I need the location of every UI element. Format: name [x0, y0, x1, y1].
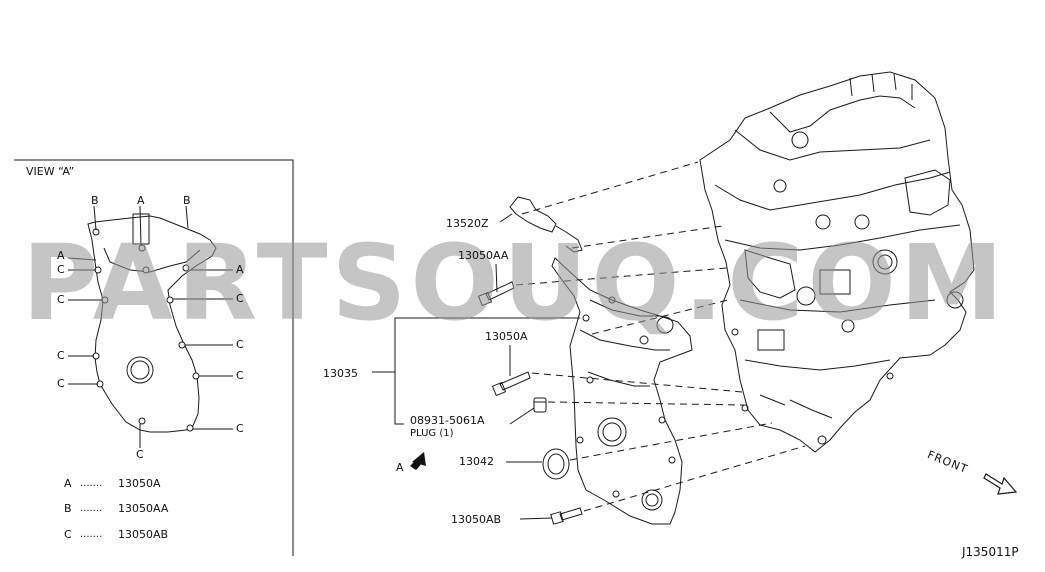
main-leaders — [372, 213, 580, 520]
seal-13520z — [509, 196, 583, 253]
bolt-13050a — [491, 371, 531, 397]
oil-seal-13042 — [542, 448, 570, 480]
plug-quantity-label: PLUG (1) — [410, 428, 454, 439]
view-marker-label: A — [396, 461, 404, 474]
view-callout-c: C — [57, 263, 65, 276]
view-callout-c: C — [236, 292, 244, 305]
view-bolt-holes — [92, 228, 200, 432]
view-cover-inner — [103, 247, 201, 273]
legend-dots: ....... — [80, 503, 103, 514]
view-callout-a: A — [236, 263, 244, 276]
view-callout-a: A — [57, 249, 65, 262]
legend-key: C — [64, 528, 72, 541]
part-label-13050a[interactable]: 13050A — [485, 330, 528, 343]
view-leaders — [67, 205, 233, 448]
legend-key: B — [64, 502, 72, 515]
front-arrow — [983, 473, 1018, 495]
legend-part: 13050AA — [118, 502, 169, 515]
view-panel-border — [14, 159, 294, 556]
view-callout-c: C — [57, 349, 65, 362]
view-callout-b: B — [183, 194, 191, 207]
legend-part: 13050AB — [118, 528, 169, 541]
view-a-arrow-head — [412, 452, 426, 466]
view-oil-seal-inner — [130, 360, 150, 380]
part-label-13050ab[interactable]: 13050AB — [451, 513, 502, 526]
legend-part: 13050A — [118, 477, 161, 490]
legend-dots: ....... — [80, 529, 103, 540]
view-cover-outline — [87, 215, 217, 433]
assembly-dashed-lines — [515, 161, 806, 512]
view-callout-c: C — [136, 448, 144, 461]
view-callout-a: A — [137, 194, 145, 207]
bolt-13050ab — [550, 507, 583, 525]
plug-08931 — [533, 397, 547, 413]
view-a-title: VIEW “A” — [26, 165, 75, 178]
view-callout-c: C — [57, 293, 65, 306]
part-label-08931-5061a[interactable]: 08931-5061A — [410, 414, 485, 427]
timing-cover — [551, 257, 693, 525]
view-callout-c: C — [236, 422, 244, 435]
part-label-13050aa[interactable]: 13050AA — [458, 249, 509, 262]
part-label-13042[interactable]: 13042 — [459, 455, 494, 468]
part-label-13520z[interactable]: 13520Z — [446, 217, 489, 230]
legend-dots: ....... — [80, 478, 103, 489]
diagram-code: J135011P — [962, 545, 1019, 559]
part-label-13035[interactable]: 13035 — [323, 367, 358, 380]
view-callout-b: B — [91, 194, 99, 207]
view-callout-c: C — [57, 377, 65, 390]
bolt-13050aa — [477, 281, 515, 307]
view-oil-seal — [126, 356, 154, 384]
engine-block — [699, 71, 975, 453]
view-callout-c: C — [236, 338, 244, 351]
legend-key: A — [64, 477, 72, 490]
view-callout-c: C — [236, 369, 244, 382]
